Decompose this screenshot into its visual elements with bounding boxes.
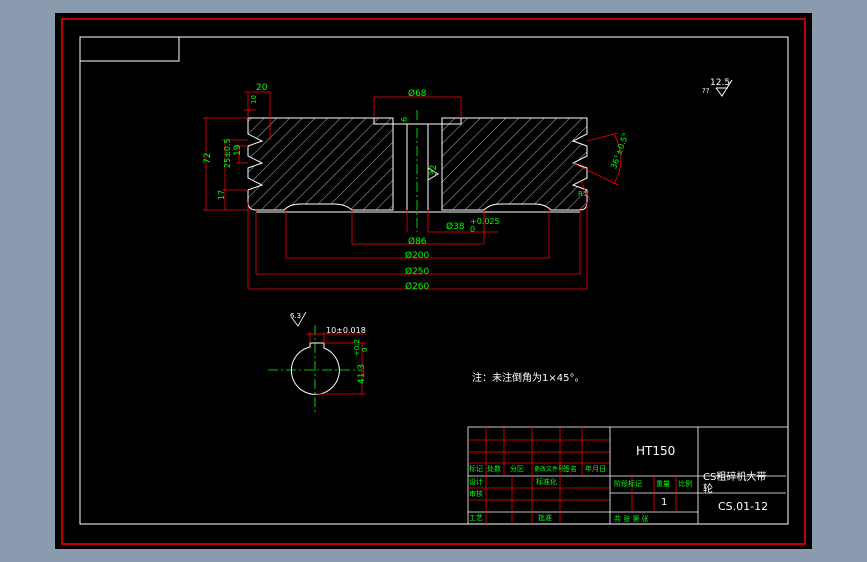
tb-cell-scale: 比例 <box>678 479 692 488</box>
dim-d200: Ø200 <box>405 250 430 261</box>
tb-cell-sign: 签名 <box>563 464 577 473</box>
dim-bore-tol-lower: 0 <box>470 225 475 234</box>
keyway-depth: 41.3 <box>357 364 367 384</box>
reference-box <box>80 37 180 62</box>
dim-groove-19: 19 <box>233 144 243 156</box>
dim-offset-6: 6 <box>400 117 409 122</box>
tb-cell-review: 审核 <box>469 489 483 498</box>
dim-base-17: 17 <box>217 190 226 200</box>
tb-material: HT150 <box>636 444 675 458</box>
dim-d86: Ø86 <box>408 236 427 247</box>
bore-arrow <box>427 167 439 181</box>
dim-bore-d38: Ø38 <box>446 221 465 232</box>
tb-cell-date: 年月日 <box>585 464 606 473</box>
left-section <box>247 117 394 211</box>
tb-cell-standard: 标准化 <box>536 477 557 486</box>
tb-cell-mark: 标记 <box>469 464 483 473</box>
right-section <box>441 117 588 211</box>
keyway-roughness: 6.3 <box>290 312 301 320</box>
tb-cell-sheets: 共 张 第 张 <box>614 514 649 523</box>
dim-gap-10: 10 <box>250 95 258 104</box>
dimension-lines <box>203 91 622 290</box>
tb-drawing-no: CS.01-12 <box>718 500 768 513</box>
title-block-texts: 标记 处数 分区 更改文件号 签名 年月日 设计 标准化 审核 工艺 批准 阶段… <box>469 464 692 523</box>
tb-cell-count: 处数 <box>487 464 501 473</box>
dim-hub-d68: Ø68 <box>408 88 427 99</box>
tb-quantity: 1 <box>661 497 667 508</box>
keyway-depth-tol-lower: 0 <box>361 348 369 352</box>
roughness-value: 12.5 <box>710 78 730 88</box>
technical-note: 注：未注倒角为1×45°。 <box>472 371 584 384</box>
keyway-view: 6.3 10±0.018 41.3 +0.2 0 <box>268 311 369 414</box>
title-block <box>467 426 789 525</box>
tb-cell-design: 设计 <box>469 477 483 486</box>
tb-cell-approve: 批准 <box>538 513 552 522</box>
tb-cell-stage: 阶段标记 <box>614 479 642 488</box>
tb-cell-process: 工艺 <box>469 514 483 522</box>
hub-top <box>373 118 462 125</box>
drawing-background <box>55 13 812 549</box>
tb-part-name-1: CS粗碎机大带 <box>703 470 766 483</box>
sheet-frame <box>61 18 806 545</box>
tb-part-name-2: 轮 <box>703 482 713 495</box>
keyway-width: 10±0.018 <box>326 326 366 335</box>
dim-groove-25: 25±0.5 <box>223 138 232 168</box>
roughness-symbol: 12.5 ?? <box>702 78 733 97</box>
pulley-section-view <box>247 117 588 213</box>
drawing-border <box>79 36 789 525</box>
tb-cell-weight: 重量 <box>656 480 670 488</box>
dim-bore-32: 32 <box>429 165 439 176</box>
dim-height-72: 72 <box>203 153 213 164</box>
roughness-prefix: ?? <box>702 87 710 95</box>
tb-cell-change: 更改文件号 <box>534 465 564 473</box>
dim-width-20: 20 <box>256 83 268 93</box>
keyway-depth-tol-upper: +0.2 <box>353 339 361 356</box>
dim-small-r: R1 <box>578 190 587 198</box>
dim-bore-tol-upper: +0.025 <box>470 217 500 226</box>
dim-d250: Ø250 <box>405 266 430 277</box>
dim-d260: Ø260 <box>405 281 430 292</box>
tb-cell-zone: 分区 <box>510 464 524 473</box>
